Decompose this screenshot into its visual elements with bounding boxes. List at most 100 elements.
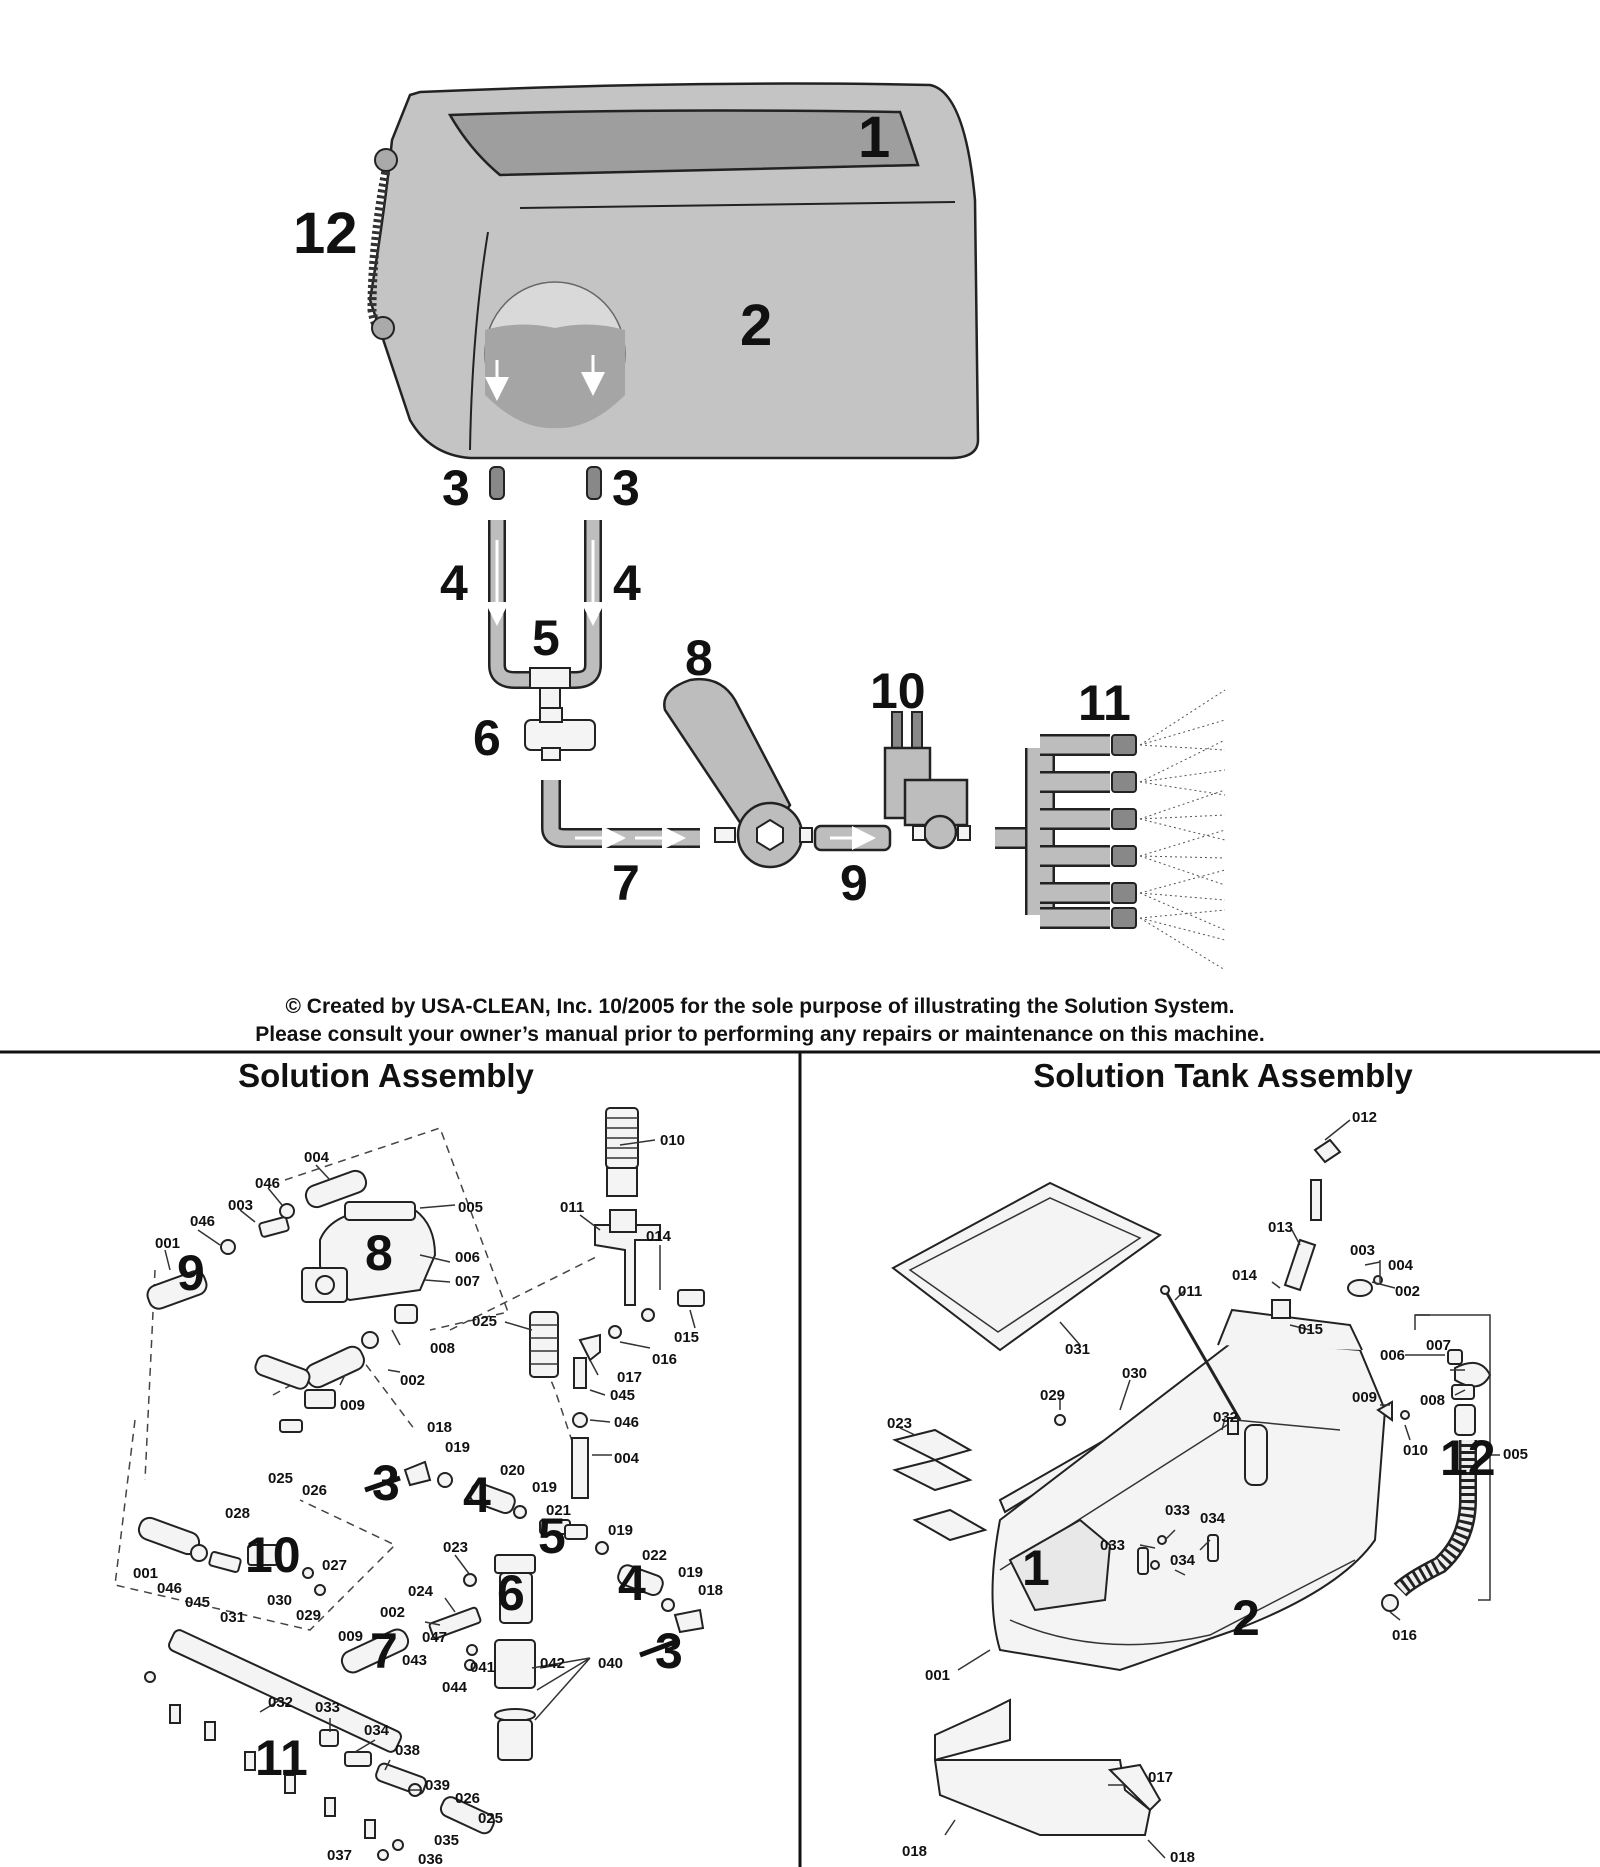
sa-part-label: 027 <box>322 1557 347 1574</box>
sa-part-label: 028 <box>225 1505 250 1522</box>
sa-part-label: 023 <box>443 1539 468 1556</box>
sa-part-label: 024 <box>408 1583 434 1600</box>
callout-tank-lid: 1 <box>858 105 890 170</box>
sta-part-label: 006 <box>1380 1347 1405 1364</box>
solution-assembly-title: Solution Assembly <box>238 1057 534 1094</box>
sa-part-label: 044 <box>442 1679 468 1696</box>
sta-part-label: 023 <box>887 1415 912 1432</box>
sta-part-label: 018 <box>902 1843 927 1860</box>
sa-part-label: 003 <box>228 1197 253 1214</box>
callout-level-hose: 12 <box>293 201 358 266</box>
sa-callout-10: 10 <box>245 1527 301 1583</box>
sa-part-label: 046 <box>614 1414 639 1431</box>
sa-part-label: 038 <box>395 1742 420 1759</box>
sa-part-label: 046 <box>190 1213 215 1230</box>
sta-part-label: 017 <box>1148 1769 1173 1786</box>
sa-part-label: 002 <box>400 1372 425 1389</box>
sa-part-label: 025 <box>478 1810 503 1827</box>
sta-part-label: 003 <box>1350 1242 1375 1259</box>
sta-part-label: 007 <box>1426 1337 1451 1354</box>
sa-part-label: 008 <box>430 1340 455 1357</box>
sta-part-label: 011 <box>1178 1283 1202 1300</box>
callout-solenoid-valve: 10 <box>870 663 926 719</box>
sa-part-label: 019 <box>678 1564 703 1581</box>
maintenance-notice: Please consult your owner’s manual prior… <box>255 1023 1264 1046</box>
sa-part-label: 015 <box>674 1329 699 1346</box>
sa-part-label: 019 <box>445 1439 470 1456</box>
callout-hose-left: 4 <box>440 555 468 611</box>
sta-callout-1: 1 <box>1022 1540 1050 1596</box>
solution-tank-assembly-part-numbers: 012 013 003 004 002 014 015 011 031 029 … <box>887 1109 1528 1866</box>
sa-slash-upper <box>364 1475 401 1493</box>
solution-tank-illustration <box>367 82 980 460</box>
sa-part-label: 046 <box>157 1580 182 1597</box>
sta-part-label: 014 <box>1232 1267 1258 1284</box>
sa-callout-6: 6 <box>497 1565 525 1621</box>
sta-part-label: 010 <box>1403 1442 1428 1459</box>
sa-part-label: 042 <box>540 1655 565 1672</box>
sa-part-label: 035 <box>434 1832 459 1849</box>
sa-part-label: 022 <box>642 1547 667 1564</box>
sta-part-label: 009 <box>1352 1389 1377 1406</box>
sa-callout-7: 7 <box>370 1623 398 1679</box>
sa-part-label: 029 <box>296 1607 321 1624</box>
sa-part-label: 009 <box>340 1397 365 1414</box>
sa-part-label: 018 <box>698 1582 723 1599</box>
sta-part-label: 002 <box>1395 1283 1420 1300</box>
sa-slash-lower <box>639 1639 676 1658</box>
callout-tank: 2 <box>740 293 772 358</box>
sa-part-label: 001 <box>133 1565 158 1582</box>
sa-part-label: 043 <box>402 1652 427 1669</box>
sa-callout-3-lower: 3 <box>655 1623 683 1679</box>
callout-spray-manifold: 11 <box>1078 675 1131 731</box>
solution-assembly-drawing <box>114 1107 705 1861</box>
sa-part-label: 004 <box>304 1149 330 1166</box>
sta-part-label: 004 <box>1388 1257 1414 1274</box>
sa-part-label: 007 <box>455 1273 480 1290</box>
sa-part-label: 041 <box>470 1659 495 1676</box>
sta-part-label: 008 <box>1420 1392 1445 1409</box>
sa-callout-4-right: 4 <box>618 1555 646 1611</box>
sta-part-label: 034 <box>1200 1510 1226 1527</box>
sa-part-label: 016 <box>652 1351 677 1368</box>
callout-valve-hose: 9 <box>840 855 868 911</box>
solution-assembly-part-numbers: 004 046 003 046 001 005 006 007 010 011 … <box>133 1132 723 1867</box>
callout-fitting-right: 3 <box>612 460 640 516</box>
sa-part-label: 010 <box>660 1132 685 1149</box>
solution-tank-assembly-drawing <box>891 1119 1500 1859</box>
sa-part-label: 004 <box>614 1450 640 1467</box>
sa-part-label: 001 <box>155 1235 180 1252</box>
solution-assembly-callouts: 9 8 3 4 5 10 6 4 7 3 11 <box>177 1225 683 1786</box>
sta-part-label: 018 <box>1170 1849 1195 1866</box>
plumbing-illustration <box>485 466 1226 971</box>
sa-callout-5: 5 <box>538 1508 566 1564</box>
sta-part-label: 032 <box>1213 1409 1238 1426</box>
callout-fitting-left: 3 <box>442 460 470 516</box>
sa-part-label: 046 <box>255 1175 280 1192</box>
sta-part-label: 015 <box>1298 1321 1323 1338</box>
sa-part-label: 025 <box>472 1313 497 1330</box>
sa-part-label: 020 <box>500 1462 525 1479</box>
sa-part-label: 018 <box>427 1419 452 1436</box>
sa-part-label: 045 <box>185 1594 210 1611</box>
sa-part-label: 002 <box>380 1604 405 1621</box>
sa-part-label: 039 <box>425 1777 450 1794</box>
sa-callout-8: 8 <box>365 1225 393 1281</box>
sa-part-label: 017 <box>617 1369 642 1386</box>
sta-callout-2: 2 <box>1232 1590 1260 1646</box>
sa-part-label: 045 <box>610 1387 635 1404</box>
sa-part-label: 034 <box>364 1722 390 1739</box>
sta-part-label: 012 <box>1352 1109 1377 1126</box>
sa-part-label: 026 <box>302 1482 327 1499</box>
solution-tank-assembly-title: Solution Tank Assembly <box>1033 1057 1413 1094</box>
sa-part-label: 032 <box>268 1694 293 1711</box>
callout-pump-hose: 7 <box>612 855 640 911</box>
sta-part-label: 031 <box>1065 1341 1090 1358</box>
top-callouts: 1 2 3 3 4 4 5 6 7 8 9 10 11 12 <box>293 105 1131 911</box>
copyright-notice: © Created by USA-CLEAN, Inc. 10/2005 for… <box>286 995 1235 1018</box>
sa-part-label: 033 <box>315 1699 340 1716</box>
sa-part-label: 005 <box>458 1199 483 1216</box>
sa-callout-11: 11 <box>255 1730 308 1786</box>
sta-part-label: 030 <box>1122 1365 1147 1382</box>
